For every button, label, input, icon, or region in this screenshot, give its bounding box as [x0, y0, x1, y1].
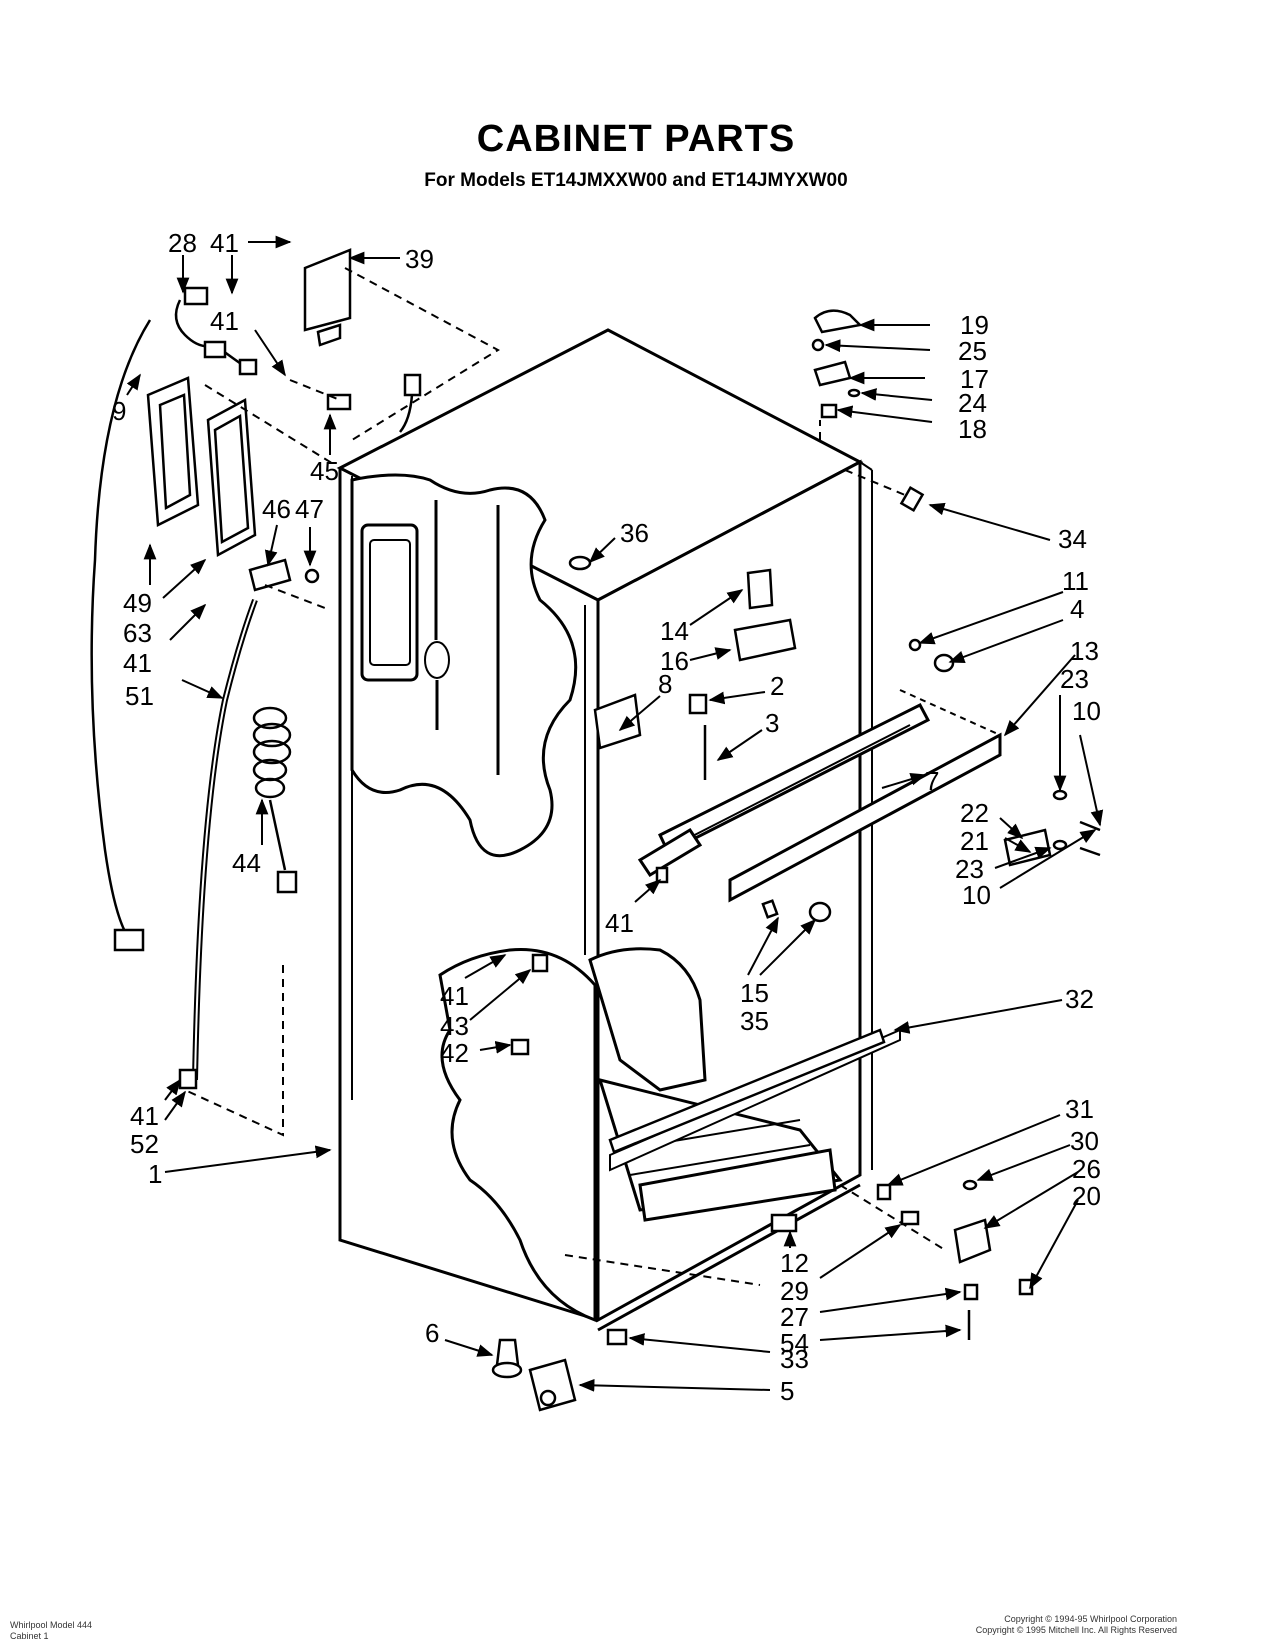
callout-36: 36 — [620, 518, 649, 548]
callout-39: 39 — [405, 244, 434, 274]
callout-26: 26 — [1072, 1154, 1101, 1184]
callout-32: 32 — [1065, 984, 1094, 1014]
footer-copyright: Copyright © 1994-95 Whirlpool Corporatio… — [976, 1614, 1177, 1636]
callout-6: 6 — [425, 1318, 439, 1348]
callout-12: 12 — [780, 1248, 809, 1278]
callout-10: 10 — [962, 880, 991, 910]
callout-34: 34 — [1058, 524, 1087, 554]
callout-17: 17 — [960, 364, 989, 394]
callout-21: 21 — [960, 826, 989, 856]
callout-41: 41 — [605, 908, 634, 938]
callout-63: 63 — [123, 618, 152, 648]
callout-labels: 28 41 39 41 9 45 46 47 49 63 41 51 44 41… — [112, 228, 1101, 1406]
callout-49: 49 — [123, 588, 152, 618]
callout-33: 33 — [780, 1344, 809, 1374]
callout-41: 41 — [210, 228, 239, 258]
callout-25: 25 — [958, 336, 987, 366]
callout-8: 8 — [658, 669, 672, 699]
callout-35: 35 — [740, 1006, 769, 1036]
callout-43: 43 — [440, 1011, 469, 1041]
callout-13: 13 — [1070, 636, 1099, 666]
footer-left-line1: Whirlpool Model 444 — [10, 1620, 93, 1630]
footer-left-line2: Cabinet 1 — [10, 1631, 49, 1641]
footer-right-line2: Copyright © 1995 Mitchell Inc. All Right… — [975, 1625, 1177, 1635]
callout-1: 1 — [148, 1159, 162, 1189]
callout-4: 4 — [1070, 594, 1084, 624]
callout-19: 19 — [960, 310, 989, 340]
callout-18: 18 — [958, 414, 987, 444]
callout-30: 30 — [1070, 1126, 1099, 1156]
callout-23: 23 — [955, 854, 984, 884]
leader-lines — [126, 235, 1104, 1392]
callout-31: 31 — [1065, 1094, 1094, 1124]
callout-29: 29 — [780, 1276, 809, 1306]
callout-52: 52 — [130, 1129, 159, 1159]
callout-9: 9 — [112, 396, 126, 426]
callout-15: 15 — [740, 978, 769, 1008]
callout-45: 45 — [310, 456, 339, 486]
callout-42: 42 — [440, 1038, 469, 1068]
callout-24: 24 — [958, 388, 987, 418]
callout-3: 3 — [765, 708, 779, 738]
callout-28: 28 — [168, 228, 197, 258]
assembly-dashes — [184, 267, 946, 1286]
callout-41: 41 — [130, 1101, 159, 1131]
callout-22: 22 — [960, 798, 989, 828]
callout-46: 46 — [262, 494, 291, 524]
callout-16: 16 — [660, 646, 689, 676]
callout-27: 27 — [780, 1302, 809, 1332]
callout-23: 23 — [1060, 664, 1089, 694]
callout-44: 44 — [232, 848, 261, 878]
callout-5: 5 — [780, 1376, 794, 1406]
callout-11: 11 — [1062, 566, 1089, 596]
freezer-cutaway — [350, 473, 578, 858]
callout-54: 54 — [780, 1328, 809, 1358]
callout-10: 10 — [1072, 696, 1101, 726]
callout-2: 2 — [770, 671, 784, 701]
callout-7: 7 — [925, 766, 939, 796]
callout-14: 14 — [660, 616, 689, 646]
page-title: CABINET PARTS — [476, 118, 796, 160]
footer-right-line1: Copyright © 1994-95 Whirlpool Corporatio… — [1004, 1614, 1177, 1624]
callout-47: 47 — [295, 494, 324, 524]
refrigerator-cutaway — [438, 947, 861, 1332]
callout-41: 41 — [210, 306, 239, 336]
callout-20: 20 — [1072, 1181, 1101, 1211]
callout-51: 51 — [125, 681, 154, 711]
footer-model-info: Whirlpool Model 444 Cabinet 1 — [10, 1620, 92, 1642]
page-subtitle: For Models ET14JMXXW00 and ET14JMYXW00 — [424, 170, 848, 191]
callout-41: 41 — [440, 981, 469, 1011]
callout-41: 41 — [123, 648, 152, 678]
